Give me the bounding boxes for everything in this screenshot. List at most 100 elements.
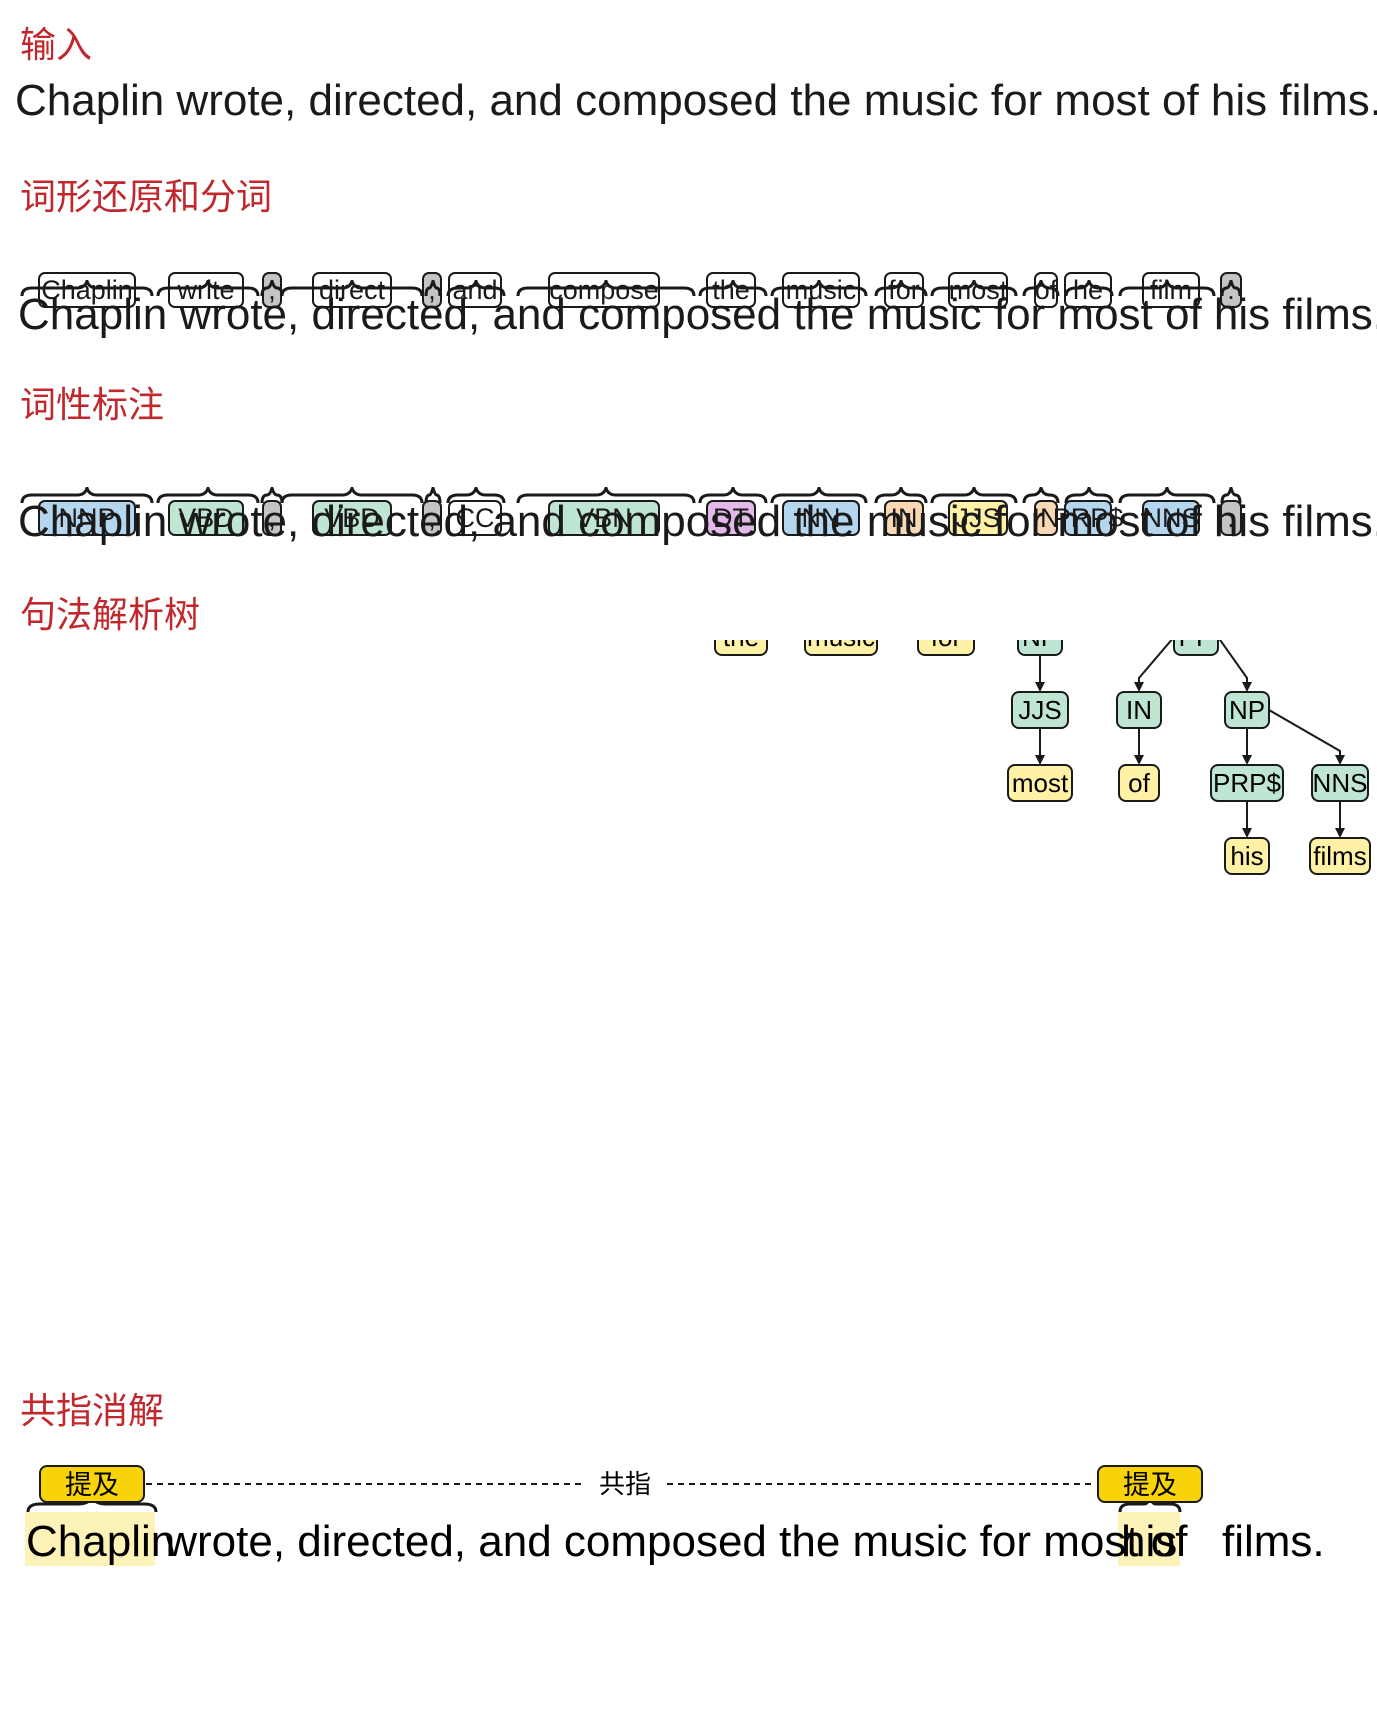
tree-node-label-of: of bbox=[1128, 768, 1150, 798]
tree-node-in2: IN bbox=[1116, 691, 1162, 729]
mention-highlight-his bbox=[1118, 1512, 1180, 1566]
tree-node-box-most bbox=[1007, 764, 1073, 802]
mention-label-chaplin: 提及 bbox=[65, 1470, 119, 1501]
lemma-brace-14 bbox=[1220, 280, 1242, 297]
tree-node-label-pp2: PP bbox=[1179, 640, 1214, 652]
tree-node-box-np4 bbox=[1017, 640, 1063, 656]
pos-tag-7: DT bbox=[706, 500, 756, 536]
pos-brace-0 bbox=[20, 487, 154, 504]
tree-edge-pp2-in2 bbox=[1134, 640, 1173, 692]
lemma-brace-2 bbox=[260, 280, 284, 297]
tree-node-box-films bbox=[1309, 837, 1371, 875]
mention-tag-chaplin bbox=[39, 1465, 145, 1503]
heading-pos-tagging: 词性标注 bbox=[20, 385, 165, 426]
mention-label-his: 提及 bbox=[1123, 1470, 1177, 1501]
pos-tag-14: . bbox=[1220, 500, 1242, 536]
pos-tag-3: VBD bbox=[312, 500, 392, 536]
tree-node-box-nns bbox=[1311, 764, 1369, 802]
heading-lemmatization: 词形还原和分词 bbox=[20, 177, 273, 218]
tree-node-for: for bbox=[917, 640, 975, 656]
pos-brace-4 bbox=[424, 487, 442, 504]
tree-node-box-pp2 bbox=[1173, 640, 1219, 656]
tree-node-label-music: music bbox=[807, 640, 875, 652]
heading-coreference: 共指消解 bbox=[20, 1391, 165, 1432]
pos-brace-2 bbox=[260, 487, 284, 504]
pos-brace-5 bbox=[446, 487, 506, 504]
coref-sentence-middle: wrote, directed, and composed the music … bbox=[153, 1517, 1200, 1566]
pos-tag-4: , bbox=[422, 500, 442, 536]
lemma-token-1: write bbox=[168, 272, 244, 308]
heading-input: 输入 bbox=[20, 25, 93, 66]
tree-node-label-jjs: JJS bbox=[1018, 695, 1061, 725]
tree-node-label-in2: IN bbox=[1126, 695, 1152, 725]
tree-node-box-in2 bbox=[1116, 691, 1162, 729]
tree-node-box-prp bbox=[1210, 764, 1284, 802]
tree-node-label-his: his bbox=[1230, 841, 1263, 871]
pos-brace-14 bbox=[1220, 487, 1242, 504]
tree-node-box-the bbox=[714, 640, 768, 656]
tree-node-of: of bbox=[1118, 764, 1160, 802]
tree-node-prp: PRP$ bbox=[1210, 764, 1284, 802]
tree-node-box-of bbox=[1118, 764, 1160, 802]
pos-tag-12: PRP$ bbox=[1053, 500, 1123, 536]
pos-brace-13 bbox=[1118, 487, 1216, 504]
tree-node-box-his bbox=[1224, 837, 1270, 875]
tree-node-np5: NP bbox=[1224, 691, 1270, 729]
pos-sentence: Chaplin wrote, directed, and composed th… bbox=[18, 497, 1377, 546]
lemma-brace-3 bbox=[280, 280, 424, 297]
tree-node-label-the: the bbox=[723, 640, 759, 652]
tree-node-films: films bbox=[1309, 837, 1371, 875]
pos-brace-11 bbox=[1022, 487, 1060, 504]
pos-brace-9 bbox=[874, 487, 928, 504]
pos-brace-3 bbox=[280, 487, 424, 504]
pos-braces bbox=[20, 487, 1242, 504]
pos-tag-2: , bbox=[262, 500, 282, 536]
tree-node-box-np5 bbox=[1224, 691, 1270, 729]
lemma-sentence: Chaplin wrote, directed, and composed th… bbox=[18, 290, 1377, 339]
lemma-token-7: the bbox=[706, 272, 756, 308]
mention-highlight-chaplin bbox=[25, 1512, 155, 1566]
input-sentence: Chaplin wrote, directed, and composed th… bbox=[15, 76, 1377, 125]
lemma-brace-0 bbox=[20, 280, 154, 297]
coref-sentence-end: films. bbox=[1222, 1517, 1325, 1566]
coref-link-label: 共指 bbox=[599, 1470, 651, 1500]
tree-node-label-np5: NP bbox=[1229, 695, 1265, 725]
lemma-brace-5 bbox=[446, 280, 506, 297]
tree-node-music: music bbox=[804, 640, 878, 656]
tree-node-label-for: for bbox=[931, 640, 962, 652]
lemma-brace-7 bbox=[698, 280, 768, 297]
lemma-brace-13 bbox=[1118, 280, 1216, 297]
tree-edge-np5-nns bbox=[1268, 709, 1345, 765]
pos-brace-1 bbox=[156, 487, 260, 504]
tree-node-label-most: most bbox=[1012, 768, 1069, 798]
coref-sentence-mention2: his bbox=[1121, 1517, 1177, 1566]
coref-sentence-mention1: Chaplin bbox=[26, 1517, 175, 1566]
lemma-token-14: . bbox=[1220, 272, 1242, 308]
tree-node-nns: NNS bbox=[1311, 764, 1369, 802]
pos-tag-11: IN bbox=[1033, 500, 1060, 536]
tree-node-most: most bbox=[1007, 764, 1073, 802]
pos-brace-6 bbox=[516, 487, 696, 504]
mention-tag-his bbox=[1097, 1465, 1203, 1503]
tree-node-label-prp: PRP$ bbox=[1213, 768, 1281, 798]
lemma-braces bbox=[20, 280, 1242, 297]
pos-brace-12 bbox=[1064, 487, 1114, 504]
tree-node-label-films: films bbox=[1313, 841, 1366, 871]
tree-edge-pp2-np5 bbox=[1218, 640, 1252, 692]
tree-node-label-nns: NNS bbox=[1313, 768, 1368, 798]
lemma-brace-4 bbox=[424, 280, 442, 297]
pos-tag-10: JJS bbox=[948, 500, 1008, 536]
pos-tag-6: VBN bbox=[548, 500, 660, 536]
pos-tag-1: VBD bbox=[168, 500, 244, 536]
pos-tag-8: NN bbox=[782, 500, 860, 536]
tree-node-box-jjs bbox=[1011, 691, 1069, 729]
pos-tag-13: NNS bbox=[1142, 500, 1200, 536]
tree-node-label-np4: NP bbox=[1022, 640, 1058, 652]
lemma-brace-1 bbox=[156, 280, 260, 297]
pos-brace-8 bbox=[770, 487, 868, 504]
lemma-brace-9 bbox=[874, 280, 928, 297]
tree-node-the: the bbox=[714, 640, 768, 656]
tree-node-his: his bbox=[1224, 837, 1270, 875]
tree-node-pp2: PP bbox=[1173, 640, 1219, 656]
coreference-diagram: 提及 提及 共指 Chaplin wrote, directed, and co… bbox=[25, 1465, 1325, 1566]
